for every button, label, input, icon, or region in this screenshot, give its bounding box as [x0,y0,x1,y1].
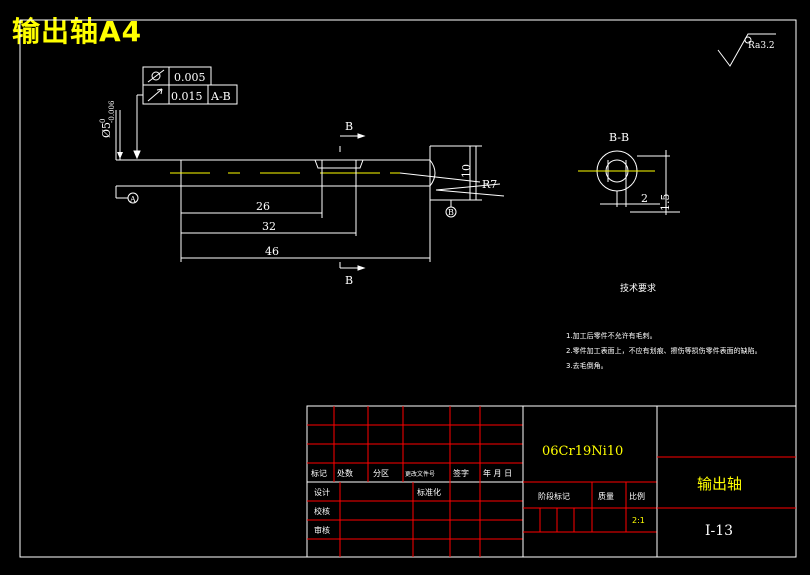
tech-note-3: 3.去毛倒角。 [566,361,608,370]
tb-part-name: 输出轴 [697,475,742,493]
diameter-label: Ø5 [100,122,113,138]
tb-scale-label: 比例 [629,491,645,501]
tb-scale-value: 2:1 [632,516,645,525]
dim-32: 32 [262,220,276,233]
dim-10: 10 [460,164,473,178]
tb-stage-mark: 阶段标记 [538,491,570,501]
diameter-tol-lower: -0.006 [108,100,116,123]
tb-material: 06Cr19Ni10 [542,444,623,459]
dim-46: 46 [265,245,279,258]
tech-title: 技术要求 [620,282,656,294]
tb-weight: 质量 [598,491,614,501]
diameter-tol-upper: 0 [99,119,107,123]
dim-r7: R7 [482,178,497,191]
dim-26: 26 [256,200,270,213]
section-cut-top: B [345,120,353,133]
tb-h-doc: 更改文件号 [405,470,435,478]
tb-r-std: 标准化 [417,487,441,497]
tb-drawing-no: I-13 [705,523,733,539]
shaft-outline [116,145,471,201]
datum-a: A [129,195,136,204]
dim-2: 2 [641,192,648,205]
tb-h-zone: 分区 [373,469,389,478]
roughness-label: Ra3.2 [748,41,775,51]
tech-note-2: 2.零件加工表面上，不应有划痕、擦伤等损伤零件表面的缺陷。 [566,346,762,355]
tb-r-review: 审核 [314,525,330,535]
tb-h-sign: 签字 [453,468,469,478]
section-cut-bottom: B [345,274,353,287]
datum-b: B [448,208,454,217]
tb-r-design: 设计 [314,487,330,497]
section-title: B-B [609,131,629,144]
tb-h-count: 处数 [337,468,353,478]
tol-row1-value: 0.005 [174,71,206,84]
title-block [306,405,797,558]
tol-row2-datum: A-B [210,90,231,103]
tol-row2-value: 0.015 [171,90,203,103]
tb-h-date: 年 月 日 [483,468,512,478]
tb-h-mark: 标记 [311,468,327,478]
tech-note-1: 1.加工后零件不允许有毛刺。 [566,331,657,340]
tb-r-check: 校核 [314,506,330,516]
dim-15: 1.5 [659,194,672,212]
roughness-symbol [717,33,776,67]
tolerance-frame [133,66,238,160]
